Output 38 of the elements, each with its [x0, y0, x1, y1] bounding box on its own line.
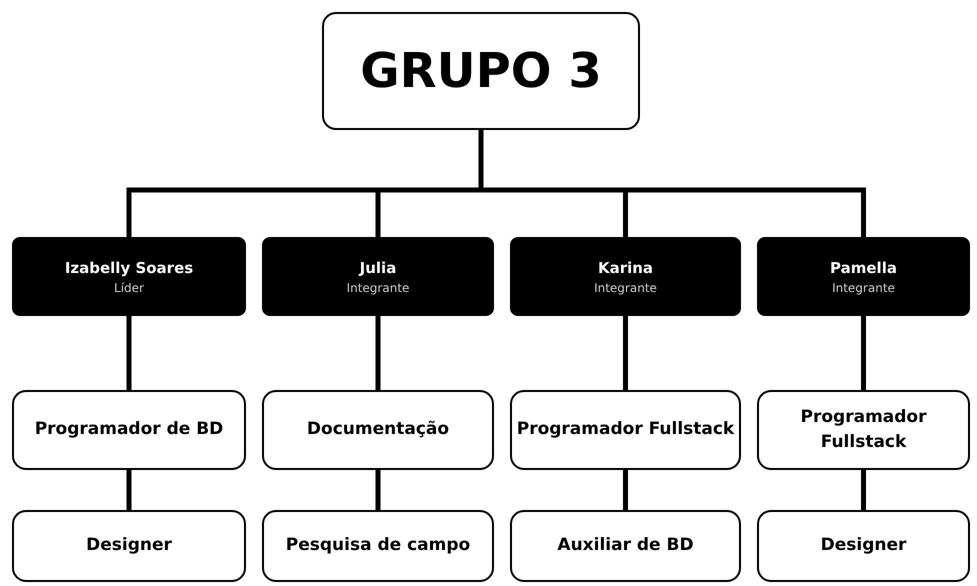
role-text: Programador Fullstack	[516, 418, 736, 442]
role-text: Documentação	[306, 418, 450, 442]
role-box	[510, 390, 741, 470]
role-text: Programador de BD	[34, 418, 224, 442]
role-text: Designer	[85, 534, 173, 558]
member-role: Integrante	[832, 280, 895, 294]
role-box	[757, 510, 970, 582]
role-text: Designer	[820, 534, 908, 558]
member-box	[262, 237, 494, 316]
title-text: GRUPO 3	[360, 43, 602, 99]
role-box	[510, 510, 741, 582]
connector-line	[861, 470, 866, 510]
member-role: Líder	[114, 280, 144, 294]
member-box	[510, 237, 741, 316]
connector-line	[623, 470, 628, 510]
member-name: Karina	[598, 258, 654, 276]
member-name: Julia	[360, 258, 396, 276]
title-box	[322, 12, 640, 130]
connector-line	[126, 470, 132, 510]
role-text: Pesquisa de campo	[284, 534, 472, 558]
connector-line	[126, 316, 132, 390]
role-box	[12, 510, 246, 582]
member-role: Integrante	[594, 280, 657, 294]
connector-line	[376, 470, 380, 510]
member-box	[12, 237, 246, 316]
role-box	[262, 390, 494, 470]
member-name: Pamella	[830, 258, 897, 276]
member-role: Integrante	[346, 280, 410, 294]
role-box	[12, 390, 246, 470]
role-box	[262, 510, 494, 582]
connector-line	[623, 316, 628, 390]
role-box	[757, 390, 970, 470]
member-box	[757, 237, 970, 316]
role-text: Programador Fullstack	[800, 406, 928, 454]
connector-line	[376, 316, 380, 390]
role-text: Auxiliar de BD	[556, 534, 695, 558]
connector-line	[861, 316, 866, 390]
member-name: Izabelly Soares	[64, 258, 194, 276]
